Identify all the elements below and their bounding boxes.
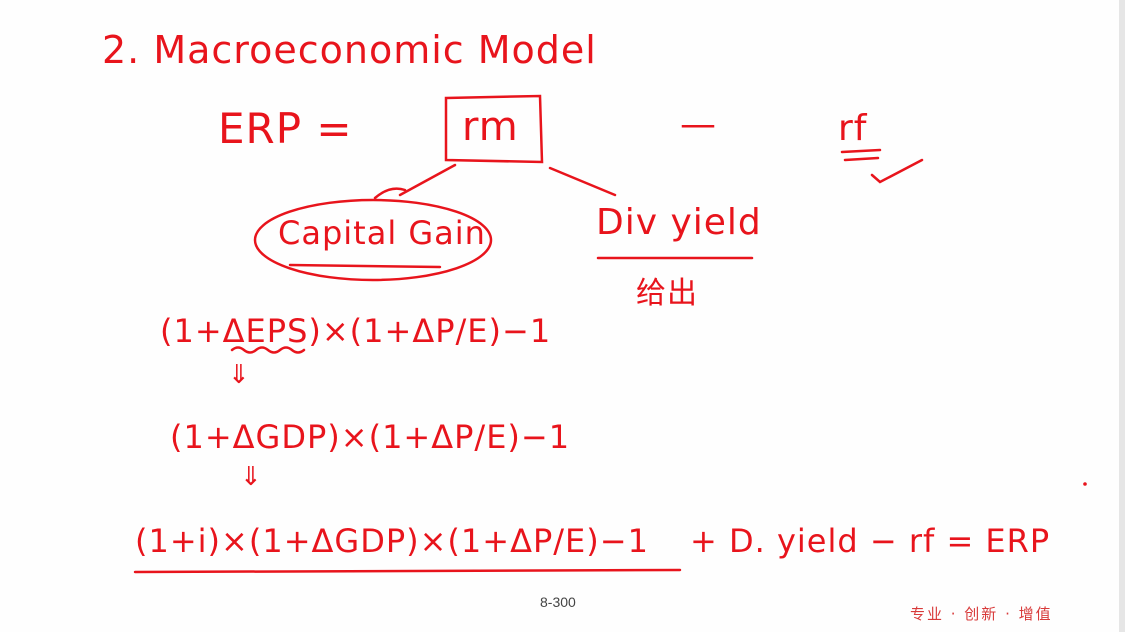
minus-sign: — <box>680 104 717 145</box>
formula-final: (1+i)×(1+ΔGDP)×(1+ΔP/E)−1 <box>135 522 649 560</box>
down-arrow-2: ⇓ <box>240 462 263 492</box>
rf-label: rf <box>838 108 868 149</box>
window-edge <box>1119 0 1125 632</box>
branch-line-right <box>548 166 617 197</box>
capital-gain-underline <box>288 263 442 269</box>
erp-lhs: ERP = <box>218 104 353 153</box>
eps-wave <box>230 346 306 354</box>
check-mark <box>870 158 924 184</box>
footer-slogan: 专业 · 创新 · 增值 <box>910 605 1053 623</box>
rf-underline <box>840 148 882 162</box>
branch-line-left <box>398 163 457 197</box>
formula-eps: (1+ΔEPS)×(1+ΔP/E)−1 <box>160 312 552 350</box>
rm-label: rm <box>462 104 519 150</box>
div-given-note: 给出 <box>636 276 698 311</box>
formula-gdp: (1+ΔGDP)×(1+ΔP/E)−1 <box>170 418 571 456</box>
formula-final-rhs: + D. yield − rf = ERP <box>690 522 1051 560</box>
down-arrow-1: ⇓ <box>228 360 251 390</box>
capital-gain-label: Capital Gain <box>278 214 486 252</box>
final-underline <box>133 568 682 574</box>
page-number: 8-300 <box>540 594 576 610</box>
section-title: 2. Macroeconomic Model <box>102 28 597 72</box>
stray-dot <box>1083 482 1087 486</box>
capital-gain-ellipse <box>253 198 493 282</box>
branch-line-left-arc <box>373 187 407 200</box>
rm-box <box>444 94 544 164</box>
div-yield-label: Div yield <box>596 202 762 243</box>
